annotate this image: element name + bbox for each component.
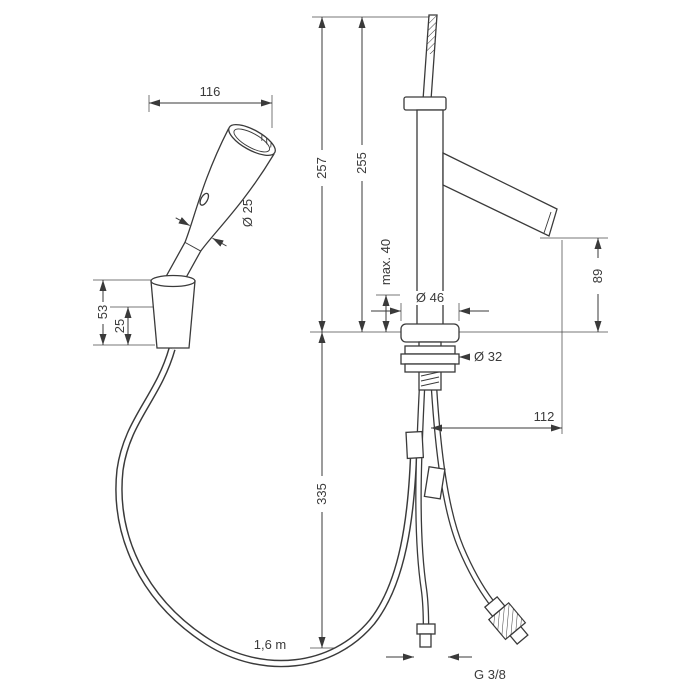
- dim-spout-reach: 112: [534, 409, 555, 424]
- dim-hand-shower-reach: 116: [200, 84, 221, 99]
- hand-shower: [162, 124, 276, 291]
- faucet-spout: [442, 151, 558, 237]
- dim-hand-shower-diameter: Ø 25: [240, 199, 255, 227]
- dim-shank-diameter: Ø 32: [474, 349, 502, 364]
- faucet-handle: [422, 14, 438, 101]
- spray-face: [228, 124, 276, 156]
- hose-end-nut: [483, 595, 529, 645]
- dim-connection-thread: G 3/8: [474, 667, 506, 682]
- hose-connector-mid: [423, 466, 446, 500]
- mounting-shank: [400, 341, 460, 391]
- dimension-lines: [99, 17, 602, 661]
- dim-spout-height: 89: [590, 269, 605, 283]
- dim-total-height: 257: [314, 157, 329, 179]
- shower-holder: [150, 274, 196, 349]
- label-mask: [407, 291, 453, 305]
- dim-base-diameter: Ø 46: [416, 290, 444, 305]
- base-flange: [400, 323, 460, 343]
- faucet-cap: [403, 96, 447, 111]
- supply-hose-straight: [415, 387, 430, 629]
- dim-holder-height: 53: [95, 305, 110, 319]
- hose-connector-upper: [405, 430, 425, 460]
- dimension-labels: 116 257 255 max. 40 Ø 25 53 25 Ø 46 Ø 32…: [95, 84, 605, 682]
- dim-max-mounting-thickness: max. 40: [378, 239, 393, 285]
- dim-height-to-handle: 255: [354, 152, 369, 174]
- hose-end-fitting: [416, 623, 436, 648]
- shower-button: [199, 192, 210, 206]
- dim-hose-drop: 335: [314, 483, 329, 505]
- handle-grip-hatch: [426, 16, 437, 54]
- faucet: [400, 14, 558, 391]
- dim-shower-hose-length: 1,6 m: [254, 637, 287, 652]
- shower-hose: [115, 347, 418, 668]
- dim-holder-depth: 25: [112, 319, 127, 333]
- supply-hose-angled: [430, 387, 494, 604]
